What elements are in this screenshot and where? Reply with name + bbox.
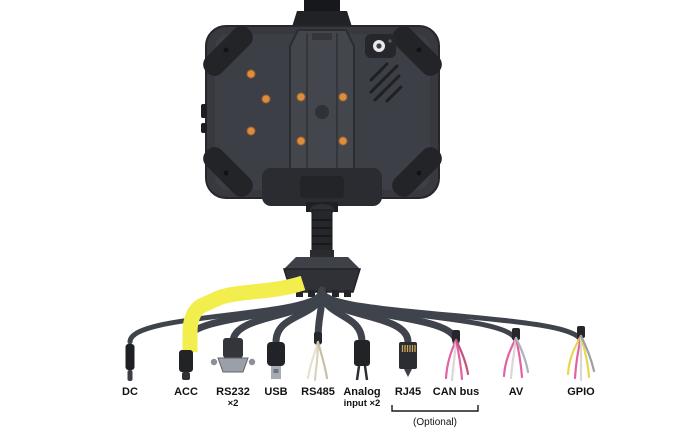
screw-dot (296, 92, 306, 102)
dock-pin (344, 290, 351, 297)
rs485-wire (313, 340, 320, 382)
canbus-wire (444, 338, 458, 380)
plate-ridges (306, 33, 338, 183)
screw-dot (246, 69, 256, 79)
highlighted-cable (182, 275, 306, 352)
acc-plug-tip (182, 372, 190, 380)
acc-plug-body (179, 350, 193, 372)
connector-label-analog: Analog (343, 386, 380, 398)
connector-label-acc: ACC (174, 386, 198, 398)
connector-label-dc: DC (122, 386, 138, 398)
connector-label-rs232: RS232 (216, 386, 250, 398)
camera-lens-pupil (376, 43, 382, 49)
corner-bumpers (203, 26, 442, 197)
side-buttons (201, 104, 207, 133)
usb-overmold (267, 342, 285, 366)
dock-pin (332, 290, 339, 297)
dock-arm (310, 204, 334, 253)
rs485-wire (316, 340, 329, 380)
vesa-screws (246, 69, 348, 146)
bumper-screw (223, 47, 229, 53)
screw-dot (338, 92, 348, 102)
canbus-ferrule (452, 330, 460, 342)
dock-pin (296, 290, 303, 297)
connector-label-rs485: RS485 (301, 386, 335, 398)
plug-rs232 (210, 338, 256, 373)
camera-led (388, 39, 392, 43)
rj45-clip (404, 369, 412, 377)
usb-tongue (273, 369, 279, 373)
side-button (201, 123, 207, 133)
gpio-wire (579, 334, 596, 373)
optional-label: (Optional) (413, 417, 457, 428)
grille-line (385, 85, 403, 103)
connector-plugs (125, 326, 596, 382)
gpio-wire (566, 334, 583, 376)
optional-group: (Optional) (391, 405, 479, 428)
wires-canbus (444, 330, 470, 382)
dock-neck (310, 250, 334, 258)
av-wire (509, 336, 518, 380)
rs232-hood (223, 338, 243, 358)
wires-rs485 (306, 332, 329, 382)
connector-label-usb: USB (264, 386, 287, 398)
screw-dot (261, 94, 271, 104)
cable-gpio (319, 287, 584, 345)
plate-notch (312, 33, 332, 40)
dc-barrel-body (125, 344, 135, 370)
screw-dot (296, 136, 306, 146)
bumper-screw (416, 170, 422, 176)
device-rear (201, 0, 442, 212)
plate-center-hole (315, 105, 329, 119)
grille-line (373, 74, 401, 102)
grille-line (369, 64, 399, 94)
dock-pin (308, 290, 315, 297)
connector-sublabel-rs232: ×2 (228, 398, 239, 409)
screw-dot (338, 136, 348, 146)
bumper-screw (416, 47, 422, 53)
arm-pole (311, 209, 333, 253)
av-wire (502, 336, 518, 378)
plug-acc (179, 350, 193, 380)
screw-dot (246, 126, 256, 136)
gpio-ferrule (577, 326, 585, 338)
side-button (201, 104, 207, 118)
analog-plug-body (354, 340, 370, 366)
camera-module (365, 34, 396, 58)
rs232-thumbscrew (210, 358, 218, 366)
plug-rj45 (399, 342, 417, 377)
plug-usb (267, 342, 285, 379)
av-ferrule (512, 328, 520, 340)
rs232-dsub-face (217, 357, 249, 373)
av-wire (514, 336, 530, 374)
dc-barrel-tip (127, 370, 133, 381)
analog-wires (355, 365, 369, 381)
grille-line (369, 62, 389, 82)
bracket-top (304, 0, 340, 13)
optional-bracket (391, 405, 479, 412)
connector-label-av: AV (509, 386, 524, 398)
canbus-wire (454, 338, 470, 376)
wires-av (502, 328, 530, 380)
plug-analog (354, 340, 370, 381)
speaker-grille (369, 62, 403, 103)
connector-sublabel-analog: input ×2 (344, 398, 381, 409)
arm-ridges (312, 219, 332, 245)
rj45-pins (401, 345, 416, 352)
bumper-screw (223, 170, 229, 176)
hinge-inner (300, 176, 344, 198)
rs485-ferrule (314, 332, 322, 344)
mount-plate (289, 29, 355, 187)
connector-label-canbus: CAN bus (433, 386, 479, 398)
rs232-thumbscrew (248, 358, 256, 366)
cable-av (319, 287, 519, 345)
connector-label-gpio: GPIO (567, 386, 595, 398)
plug-dc (125, 344, 135, 381)
wires-gpio (566, 326, 596, 382)
connector-label-rj45: RJ45 (395, 386, 421, 398)
dock-top-face (284, 257, 360, 269)
